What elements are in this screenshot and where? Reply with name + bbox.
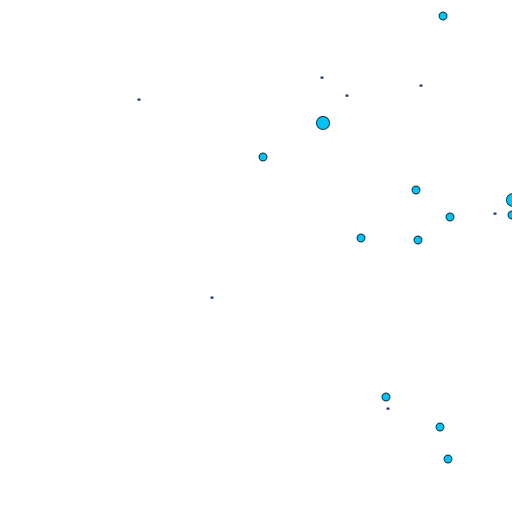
tiny-point-marker[interactable] (345, 94, 349, 97)
tiny-point-marker[interactable] (137, 98, 141, 101)
point-marker[interactable] (258, 152, 268, 162)
point-marker[interactable] (381, 392, 391, 402)
point-marker[interactable] (445, 212, 455, 222)
point-marker[interactable] (438, 11, 448, 21)
point-marker[interactable] (413, 235, 423, 245)
point-marker[interactable] (507, 210, 512, 220)
tiny-point-marker[interactable] (493, 212, 497, 215)
point-marker[interactable] (316, 116, 330, 130)
tiny-point-marker[interactable] (419, 84, 423, 87)
point-marker[interactable] (443, 454, 453, 464)
point-marker[interactable] (506, 193, 512, 207)
tiny-point-marker[interactable] (320, 76, 324, 79)
point-marker[interactable] (435, 422, 445, 432)
point-marker[interactable] (356, 233, 366, 243)
tiny-point-marker[interactable] (210, 296, 214, 299)
point-marker[interactable] (411, 185, 421, 195)
tiny-point-marker[interactable] (386, 407, 390, 410)
